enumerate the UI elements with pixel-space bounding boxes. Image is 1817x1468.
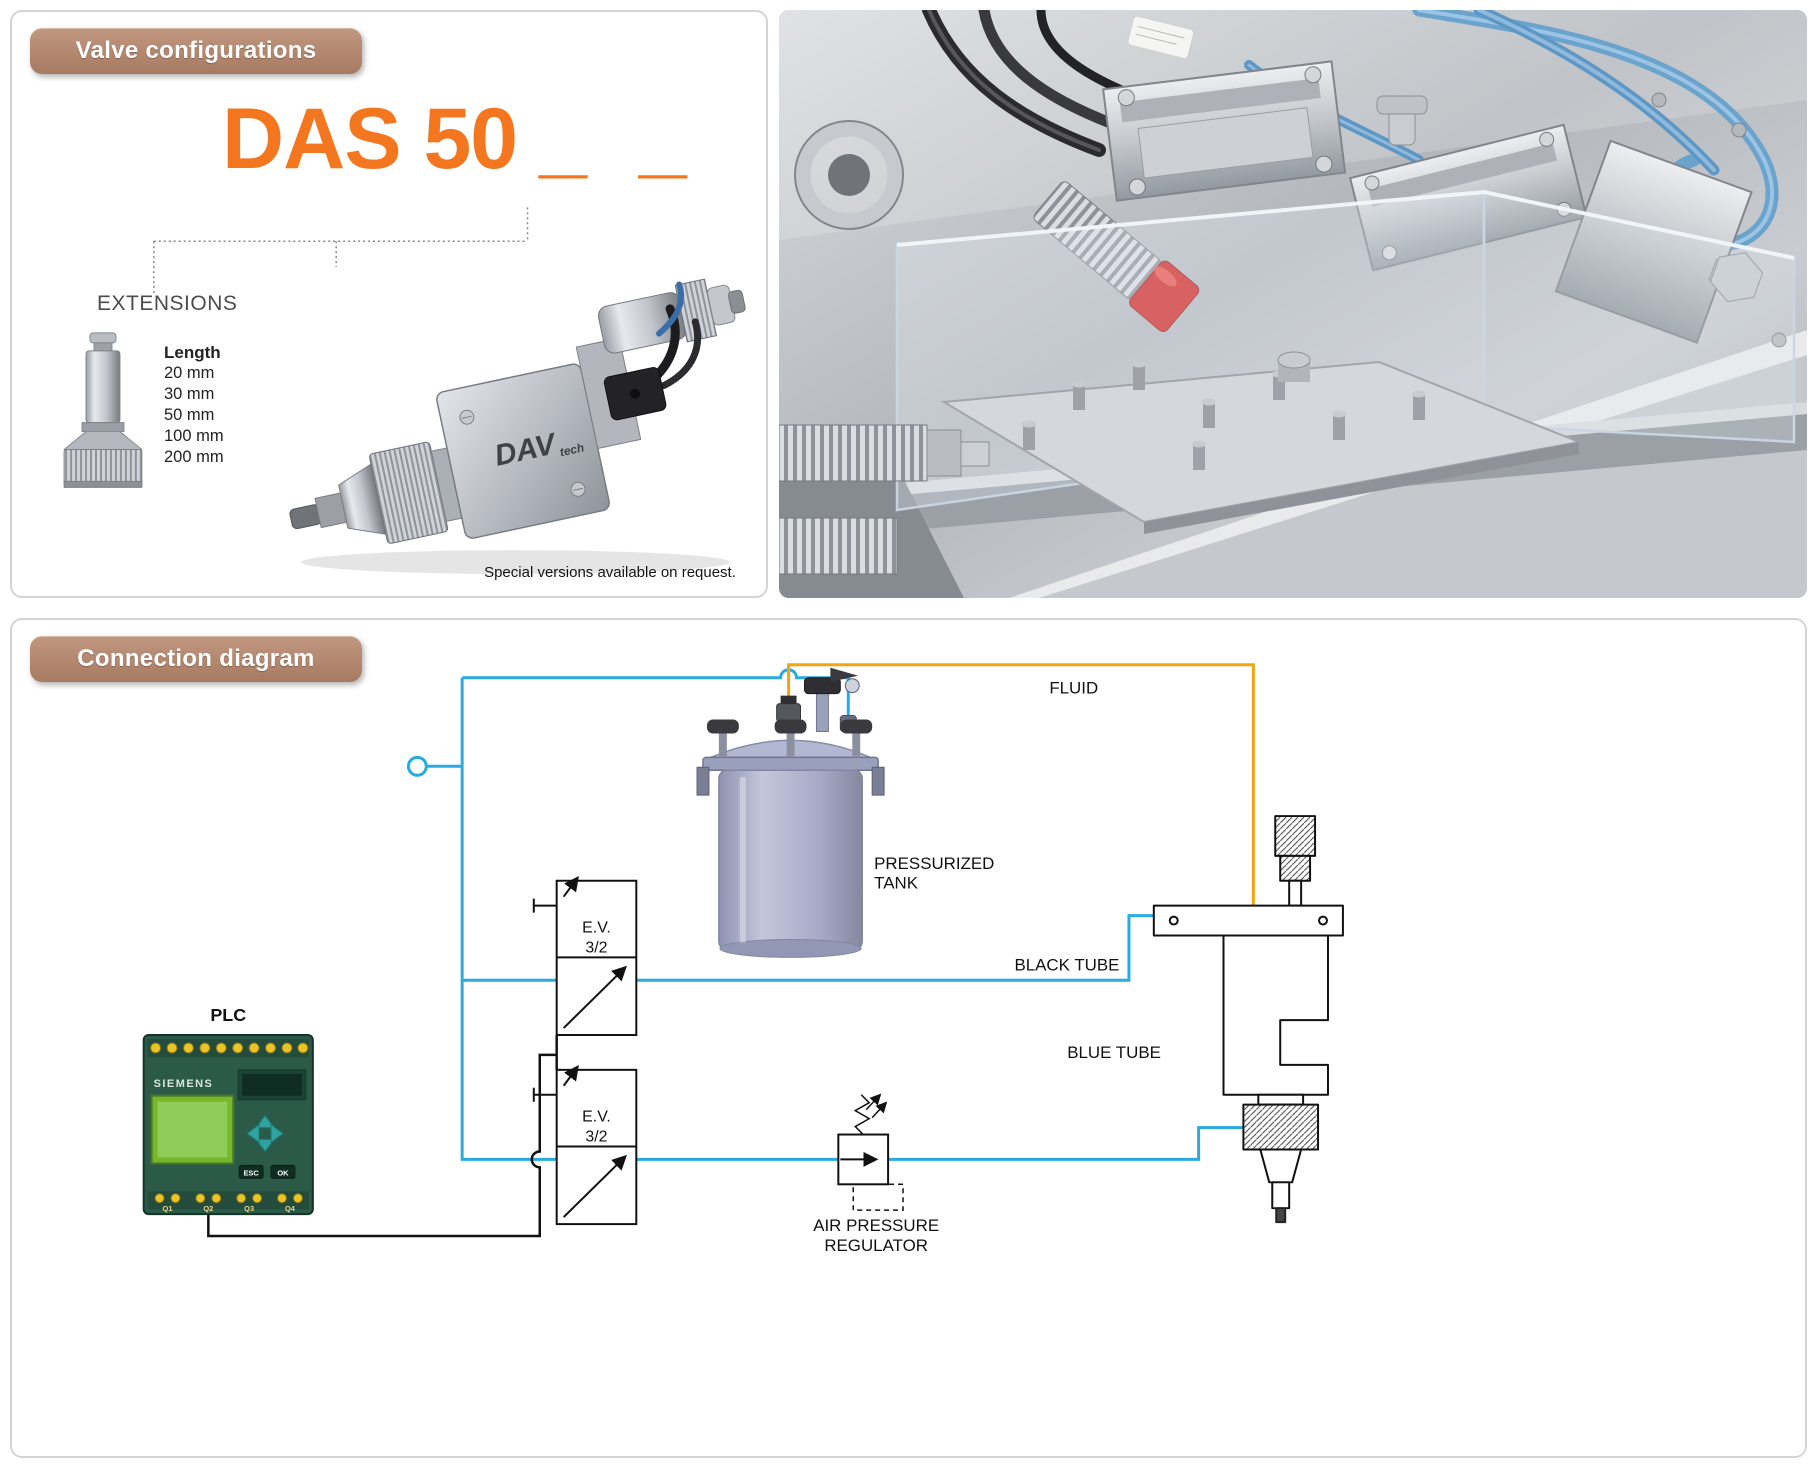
length-option: 30 mm <box>164 385 215 403</box>
regulator-label-line2: REGULATOR <box>824 1236 928 1255</box>
plc-device: SIEMENS ESC OK Q1 Q2 <box>142 1034 314 1216</box>
plc-esc-key-label: ESC <box>243 1168 259 1177</box>
left-ring-flange <box>794 120 904 230</box>
connection-diagram-panel: Connection diagram <box>10 618 1807 1458</box>
ev2-label-line2: 3/2 <box>585 1129 607 1146</box>
length-label: Length <box>164 343 221 362</box>
regulator-label-line1: AIR PRESSURE <box>813 1216 939 1235</box>
plc-label: PLC <box>210 1005 246 1025</box>
plc-output-terminals <box>154 1193 303 1204</box>
valve-art: DAV tech <box>63 207 746 575</box>
fluid-label: FLUID <box>1049 679 1098 698</box>
locating-pins <box>1022 360 1426 470</box>
connection-diagram-tab: Connection diagram <box>30 636 362 682</box>
air-main-line <box>460 677 557 1161</box>
model-code: DAS 50_ _ <box>222 90 701 189</box>
plc-ok-key <box>270 1164 296 1179</box>
air-supply-terminal <box>406 755 428 777</box>
blue-tube-label: BLUE TUBE <box>1067 1043 1161 1062</box>
plc-output-q2: Q2 <box>203 1204 213 1213</box>
cable-label-tag <box>1127 15 1195 60</box>
model-code-blanks: _ _ <box>539 91 701 187</box>
ev2-label-line1: E.V. <box>582 1109 611 1126</box>
extension-part-image <box>63 332 143 488</box>
special-versions-note: Special versions available on request. <box>484 564 736 581</box>
brand-logo-suffix: tech <box>559 440 586 459</box>
length-option: 100 mm <box>164 427 224 445</box>
fluid-line <box>787 663 1255 906</box>
plc-ok-key-label: OK <box>277 1168 289 1177</box>
black-tube-label: BLACK TUBE <box>1014 955 1119 974</box>
black-tube-line <box>636 914 1154 982</box>
pressurized-tank <box>696 667 885 958</box>
pneumatic-slide-a <box>1102 60 1347 202</box>
valve-configurations-tab: Valve configurations <box>30 28 362 74</box>
ev1-label-line2: 3/2 <box>585 939 607 956</box>
sensor-with-red-cap <box>1033 181 1200 332</box>
electric-wires <box>207 1035 558 1238</box>
application-photo <box>779 10 1807 598</box>
connection-diagram: E.V. 3/2 E.V. 3/2 <box>142 663 1344 1255</box>
puck <box>1277 351 1311 382</box>
blue-tube-line <box>636 1126 1244 1161</box>
plc-cursor-keys <box>246 1114 284 1153</box>
extension-lengths: Length 20 mm 30 mm 50 mm 100 mm 200 mm <box>164 342 224 468</box>
valve-product-image: DAV tech <box>289 278 746 575</box>
model-code-text: DAS 50 <box>222 91 518 187</box>
plc-input-terminals <box>150 1042 309 1054</box>
air-pressure-regulator <box>837 1093 904 1211</box>
fittings <box>1376 92 1787 348</box>
application-photo-panel <box>779 10 1807 598</box>
ev-valve-2: E.V. 3/2 <box>532 1065 638 1226</box>
configurator-dotted-lines <box>153 207 529 294</box>
tank-clamp-knobs <box>706 719 873 758</box>
plc-brand: SIEMENS <box>154 1078 214 1090</box>
valve-configurations-panel: Valve configurations DAS 50_ _ <box>10 10 768 598</box>
length-option: 50 mm <box>164 406 215 424</box>
pneumatic-unit-right <box>1554 139 1764 344</box>
ev1-label-line1: E.V. <box>582 920 611 937</box>
knurled-valve-left <box>779 424 990 482</box>
tank-label-line2: TANK <box>874 874 919 893</box>
length-option: 200 mm <box>164 448 224 466</box>
valve-configurations-tab-label: Valve configurations <box>75 37 317 64</box>
connection-diagram-tab-label: Connection diagram <box>77 645 315 672</box>
extensions-title: EXTENSIONS <box>97 292 238 315</box>
dispensing-valve-drawing <box>1152 815 1344 1224</box>
ev-valve-1: E.V. 3/2 <box>532 875 638 1037</box>
length-option: 20 mm <box>164 364 215 382</box>
knurled-valve-left-2 <box>779 517 898 575</box>
plc-esc-key <box>238 1164 264 1179</box>
fixture-plate <box>940 351 1583 534</box>
plc-output-q4: Q4 <box>285 1204 296 1213</box>
plc-output-q3: Q3 <box>244 1204 254 1213</box>
plc-output-q1: Q1 <box>163 1204 173 1213</box>
tank-label-line1: PRESSURIZED <box>874 854 994 873</box>
pneumatic-slide-b <box>1348 123 1588 272</box>
